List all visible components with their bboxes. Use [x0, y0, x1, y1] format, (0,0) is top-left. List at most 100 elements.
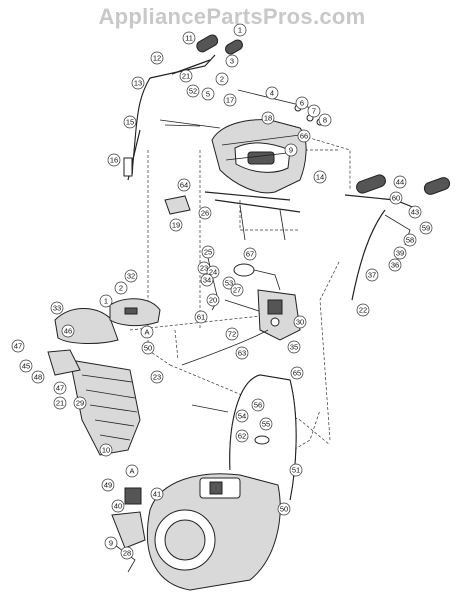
callout-9: 9: [284, 143, 298, 157]
callout-40: 40: [111, 499, 125, 513]
svg-text:37: 37: [368, 271, 376, 280]
svg-text:17: 17: [226, 96, 234, 105]
svg-text:5: 5: [206, 90, 210, 99]
callout-12: 12: [150, 51, 164, 65]
svg-text:27: 27: [233, 286, 241, 295]
svg-text:53: 53: [225, 279, 233, 288]
svg-text:64: 64: [180, 181, 188, 190]
callout-62: 62: [235, 429, 249, 443]
callout-50: 50: [141, 341, 155, 355]
svg-text:66: 66: [300, 132, 308, 141]
callout-39: 39: [393, 246, 407, 260]
callout-60: 60: [389, 191, 403, 205]
svg-text:23: 23: [153, 373, 161, 382]
callout-65: 65: [290, 366, 304, 380]
svg-text:1: 1: [238, 26, 242, 35]
shift-rods: [204, 191, 301, 241]
upper-handle-right: [344, 174, 451, 301]
svg-text:4: 4: [270, 89, 274, 98]
callout-4: 4: [265, 86, 279, 100]
callout-1b: 1: [99, 294, 113, 308]
callout-54: 54: [235, 409, 249, 423]
svg-text:39: 39: [396, 249, 404, 258]
svg-text:50: 50: [280, 505, 288, 514]
callout-59: 59: [419, 221, 433, 235]
svg-text:24: 24: [209, 268, 217, 277]
svg-text:21: 21: [56, 399, 64, 408]
svg-text:19: 19: [172, 221, 180, 230]
callout-61: 61: [194, 310, 208, 324]
handle-bracket: [123, 157, 133, 177]
svg-text:A: A: [129, 467, 134, 476]
svg-text:55: 55: [262, 420, 270, 429]
svg-text:A: A: [144, 328, 149, 337]
svg-text:15: 15: [126, 118, 134, 127]
watermark: AppliancePartsPros.com: [98, 4, 366, 29]
callout-5: 5: [201, 87, 215, 101]
callout-28: 28: [120, 546, 134, 560]
svg-text:36: 36: [391, 261, 399, 270]
callout-27: 27: [230, 283, 244, 297]
discharge-chute: [47, 349, 141, 456]
callout-33: 33: [50, 301, 64, 315]
svg-text:52: 52: [189, 87, 197, 96]
callout-13: 13: [131, 76, 145, 90]
svg-text:51: 51: [292, 466, 300, 475]
callout-14: 14: [313, 170, 327, 184]
callout-50b: 50: [277, 502, 291, 516]
svg-text:62: 62: [238, 432, 246, 441]
svg-text:23: 23: [200, 264, 208, 273]
svg-text:61: 61: [197, 313, 205, 322]
gearbox-assembly: [257, 289, 301, 341]
callout-17: 17: [223, 93, 237, 107]
callout-52: 52: [186, 84, 200, 98]
callout-44: 44: [393, 175, 407, 189]
callout-25: 25: [201, 245, 215, 259]
svg-text:16: 16: [110, 156, 118, 165]
callout-18: 18: [261, 111, 275, 125]
auger-housing: [146, 473, 281, 591]
callout-49: 49: [101, 478, 115, 492]
callout-26: 26: [198, 206, 212, 220]
callout-2b: 2: [114, 281, 128, 295]
chute-mount-bracket: [111, 487, 146, 573]
callout-46: 46: [61, 324, 75, 338]
callout-34: 34: [200, 273, 214, 287]
cable-65: [191, 404, 229, 413]
callout-21b: 21: [53, 396, 67, 410]
svg-text:7: 7: [312, 107, 316, 116]
svg-text:67: 67: [246, 250, 254, 259]
callout-72: 72: [225, 327, 239, 341]
svg-text:22: 22: [359, 306, 367, 315]
svg-text:25: 25: [204, 248, 212, 257]
callout-3: 3: [225, 54, 239, 68]
svg-text:54: 54: [238, 412, 246, 421]
callout-41: 41: [150, 487, 164, 501]
svg-text:47: 47: [56, 384, 64, 393]
svg-text:33: 33: [53, 304, 61, 313]
svg-text:2: 2: [119, 284, 123, 293]
callout-43: 43: [408, 205, 422, 219]
svg-text:46: 46: [64, 327, 72, 336]
svg-text:29: 29: [76, 399, 84, 408]
callout-37: 37: [365, 268, 379, 282]
callout-16: 16: [107, 153, 121, 167]
svg-text:58: 58: [406, 236, 414, 245]
svg-text:65: 65: [293, 369, 301, 378]
callout-7: 7: [307, 104, 321, 118]
svg-text:47: 47: [14, 342, 22, 351]
svg-text:1: 1: [104, 297, 108, 306]
callout-67: 67: [243, 247, 257, 261]
svg-text:10: 10: [102, 446, 110, 455]
svg-text:43: 43: [411, 208, 419, 217]
callout-21: 21: [179, 69, 193, 83]
svg-text:50: 50: [144, 344, 152, 353]
svg-text:9: 9: [109, 539, 113, 548]
callout-35: 35: [287, 340, 301, 354]
callout-48: 48: [31, 370, 45, 384]
callout-51: 51: [289, 463, 303, 477]
callout-20: 20: [206, 293, 220, 307]
svg-text:3: 3: [230, 57, 234, 66]
